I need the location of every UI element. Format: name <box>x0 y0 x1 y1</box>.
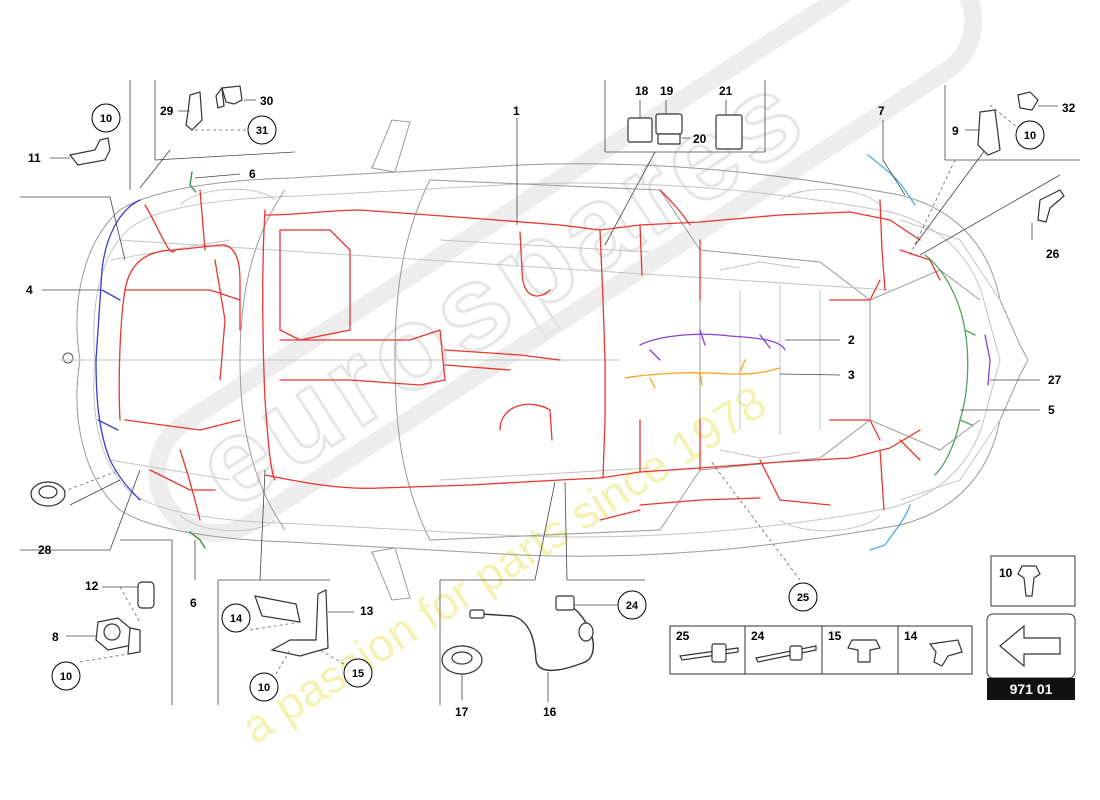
callout-4: 4 <box>26 283 33 297</box>
legend-item-15: 15 <box>828 629 881 663</box>
callout-27: 27 <box>1048 373 1062 387</box>
bolt-box-label: 10 <box>999 566 1013 580</box>
callout-21: 21 <box>719 84 733 98</box>
circle-callout-10-bottomleft: 10 <box>51 661 81 691</box>
callout-16: 16 <box>543 705 557 719</box>
bolt-10-box: 10 <box>990 555 1076 607</box>
bracket-9-icon <box>965 104 1019 156</box>
callout-1: 1 <box>513 104 520 118</box>
circle-callout-15: 15 <box>343 658 373 688</box>
bracket-8-icon <box>66 617 141 663</box>
callout-18: 18 <box>635 84 649 98</box>
svg-text:10: 10 <box>1024 130 1036 142</box>
interior-harness <box>639 329 786 361</box>
callout-20: 20 <box>693 132 707 146</box>
circle-callout-25: 25 <box>788 582 818 612</box>
direction-arrow-box <box>986 613 1076 679</box>
svg-text:14: 14 <box>904 629 918 643</box>
edge-clip-icon <box>928 639 963 667</box>
callout-26: 26 <box>1046 247 1060 261</box>
grommet-28-icon <box>30 481 66 507</box>
callout-8: 8 <box>52 630 59 644</box>
seat-harness <box>624 359 781 389</box>
relay-19-icon <box>655 100 690 145</box>
svg-text:31: 31 <box>256 125 268 137</box>
diagram-number: 971 01 <box>1010 681 1053 697</box>
svg-text:25: 25 <box>797 592 809 604</box>
bolt-icon <box>1017 565 1041 597</box>
circle-callout-31: 31 <box>247 115 277 145</box>
svg-text:25: 25 <box>676 629 690 643</box>
callout-numbers: 1 2 3 4 5 6 6 7 8 9 11 12 13 16 17 18 19… <box>26 84 1076 719</box>
circle-callout-24: 24 <box>617 590 647 620</box>
callout-3: 3 <box>848 368 855 382</box>
circle-callout-14: 14 <box>221 603 251 633</box>
front-harness <box>95 199 141 501</box>
callout-32: 32 <box>1062 101 1076 115</box>
callout-19: 19 <box>660 84 674 98</box>
expanding-clip-icon <box>847 639 881 663</box>
pad-26-icon <box>1037 189 1065 223</box>
engine-harness-upper <box>867 154 916 206</box>
sensor-lead-16-icon <box>469 595 618 702</box>
leader-lines <box>20 80 1080 705</box>
legend-item-25: 25 <box>676 629 739 663</box>
circle-callout-10-topleft: 10 <box>91 103 121 133</box>
circle-callout-10-bottom: 10 <box>249 672 279 702</box>
callout-6-bottom: 6 <box>190 596 197 610</box>
connector-32-icon <box>1017 91 1058 111</box>
bracket-30-icon <box>195 85 256 131</box>
callout-9: 9 <box>952 124 959 138</box>
cable-tie-clip-icon <box>679 643 739 663</box>
callout-29: 29 <box>160 104 174 118</box>
front-harness-branch <box>97 289 121 431</box>
svg-text:10: 10 <box>60 671 72 683</box>
svg-text:15: 15 <box>352 668 364 680</box>
sensor-12-icon <box>102 581 155 623</box>
rear-harness <box>924 254 969 476</box>
callout-17: 17 <box>455 705 469 719</box>
engine-harness-lower <box>869 504 911 551</box>
small-harness-lower <box>189 531 206 549</box>
svg-text:24: 24 <box>751 629 765 643</box>
legend-item-14: 14 <box>904 629 963 667</box>
callout-30: 30 <box>260 94 274 108</box>
main-harness <box>118 189 941 521</box>
callout-11: 11 <box>28 151 41 165</box>
sensor-13-icon <box>249 589 354 675</box>
svg-text:24: 24 <box>626 600 639 612</box>
callout-12: 12 <box>85 579 99 593</box>
rear-harness-branch <box>959 329 976 426</box>
cable-tie-icon <box>755 645 817 663</box>
relay-18-icon <box>627 100 653 143</box>
callout-13: 13 <box>360 604 374 618</box>
svg-text:14: 14 <box>230 613 243 625</box>
svg-text:10: 10 <box>258 682 270 694</box>
bracket-11-icon <box>50 137 111 166</box>
relay-21-icon <box>715 100 743 150</box>
callout-28: 28 <box>38 543 52 557</box>
small-harness-upper <box>189 171 197 193</box>
svg-text:15: 15 <box>828 629 842 643</box>
legend-item-24: 24 <box>751 629 817 663</box>
callout-7: 7 <box>878 104 885 118</box>
callout-5: 5 <box>1048 403 1055 417</box>
diagram-number-badge: 971 01 <box>987 678 1075 700</box>
rear-purple-lead <box>984 334 991 386</box>
circle-callout-10-topright: 10 <box>1015 120 1045 150</box>
left-arrow-icon <box>999 624 1061 668</box>
circled-callouts: 10 31 10 10 14 10 15 24 <box>51 103 1045 702</box>
callout-2: 2 <box>848 333 855 347</box>
fastener-legend: 25 24 15 14 <box>669 625 973 675</box>
callout-6-top: 6 <box>249 167 256 181</box>
grommet-17-icon <box>441 645 483 700</box>
bracket-29-icon <box>178 91 203 131</box>
svg-text:10: 10 <box>100 113 112 125</box>
